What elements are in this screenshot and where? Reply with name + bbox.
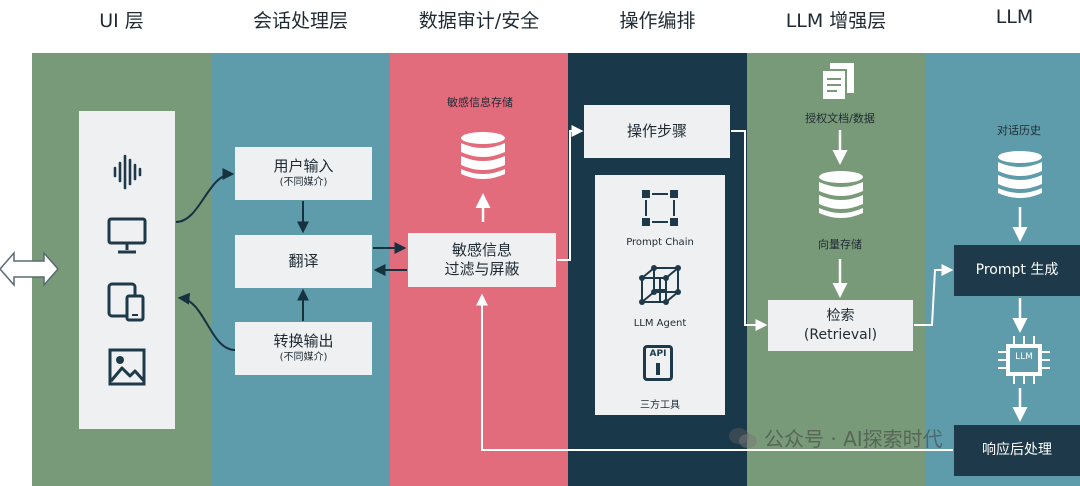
retrieval-label-line2: (Retrieval) <box>803 326 878 343</box>
chip-pins <box>998 336 1050 384</box>
retrieval-to-prompt-arrow <box>914 264 954 326</box>
watermark: 公众号 · AI探索时代 <box>728 423 943 452</box>
image-icon <box>108 348 146 386</box>
operation-steps-box: 操作步骤 <box>584 105 730 158</box>
wechat-icon <box>729 427 757 448</box>
translate-box: 翻译 <box>235 235 372 288</box>
sensitive-storage-label: 敏感信息存储 <box>447 96 513 109</box>
column-title-llm: LLM <box>995 6 1034 28</box>
ui-to-input-arrow <box>175 168 235 223</box>
prompt-generation-box: Prompt 生成 <box>954 245 1080 296</box>
watermark-text: 公众号 · AI探索时代 <box>764 427 943 451</box>
column-title-augment: LLM 增强层 <box>785 10 887 32</box>
post-processing-box: 响应后处理 <box>954 425 1080 476</box>
api-icon: API <box>643 345 673 381</box>
post-to-filter-arrow <box>476 293 953 451</box>
api-slot <box>656 363 660 375</box>
filter-label-line2: 过滤与屏蔽 <box>444 260 520 278</box>
devices-icon <box>107 282 145 322</box>
output-to-ui-arrow <box>177 292 236 351</box>
api-badge-text: API <box>649 349 667 359</box>
third-party-tools-label: 三方工具 <box>640 400 680 411</box>
retrieval-label-line1: 检索 <box>826 307 855 324</box>
convert-output-box: 转换输出 (不同媒介) <box>235 322 372 375</box>
external-io-arrow <box>0 251 59 287</box>
sensitive-filter-box: 敏感信息 过滤与屏蔽 <box>408 233 556 287</box>
user-input-sublabel: (不同媒介) <box>279 177 328 188</box>
filter-to-steps-arrow <box>557 125 584 261</box>
column-title-orchestration: 操作编排 <box>619 10 696 32</box>
retrieval-box: 检索 (Retrieval) <box>768 300 913 351</box>
history-db-icon <box>998 151 1042 198</box>
translate-label: 翻译 <box>288 252 319 270</box>
steps-to-retrieval-arrow <box>731 130 768 331</box>
prompt-chain-label: Prompt Chain <box>626 237 694 248</box>
chip-label: LLM <box>1015 352 1033 362</box>
convert-output-sublabel: (不同媒介) <box>279 352 328 363</box>
documents-icon <box>821 63 854 101</box>
audio-wave-icon <box>113 154 142 190</box>
prompt-generation-label: Prompt 生成 <box>975 262 1059 278</box>
column-title-session: 会话处理层 <box>252 10 348 32</box>
user-input-label: 用户输入 <box>273 157 334 175</box>
convert-output-label: 转换输出 <box>273 332 334 350</box>
column-title-ui: UI 层 <box>99 10 144 32</box>
chat-history-label: 对话历史 <box>997 124 1041 137</box>
vector-db-icon <box>819 171 863 218</box>
llm-chip-icon: LLM <box>998 336 1050 384</box>
authorized-docs-label: 授权文档/数据 <box>805 112 875 125</box>
database-icon <box>461 132 505 179</box>
prompt-chain-icon <box>642 190 678 226</box>
band-augment <box>747 53 925 486</box>
filter-label-line1: 敏感信息 <box>451 241 512 259</box>
post-processing-label: 响应后处理 <box>982 442 1052 458</box>
ui-panel <box>79 111 175 429</box>
user-input-box: 用户输入 (不同媒介) <box>235 147 372 200</box>
vector-store-label: 向量存储 <box>818 238 862 251</box>
operation-steps-label: 操作步骤 <box>626 122 687 140</box>
llm-agent-label: LLM Agent <box>633 318 687 329</box>
monitor-icon <box>107 217 147 254</box>
column-title-security: 数据审计/安全 <box>418 10 540 32</box>
agent-cube-icon <box>639 265 681 305</box>
